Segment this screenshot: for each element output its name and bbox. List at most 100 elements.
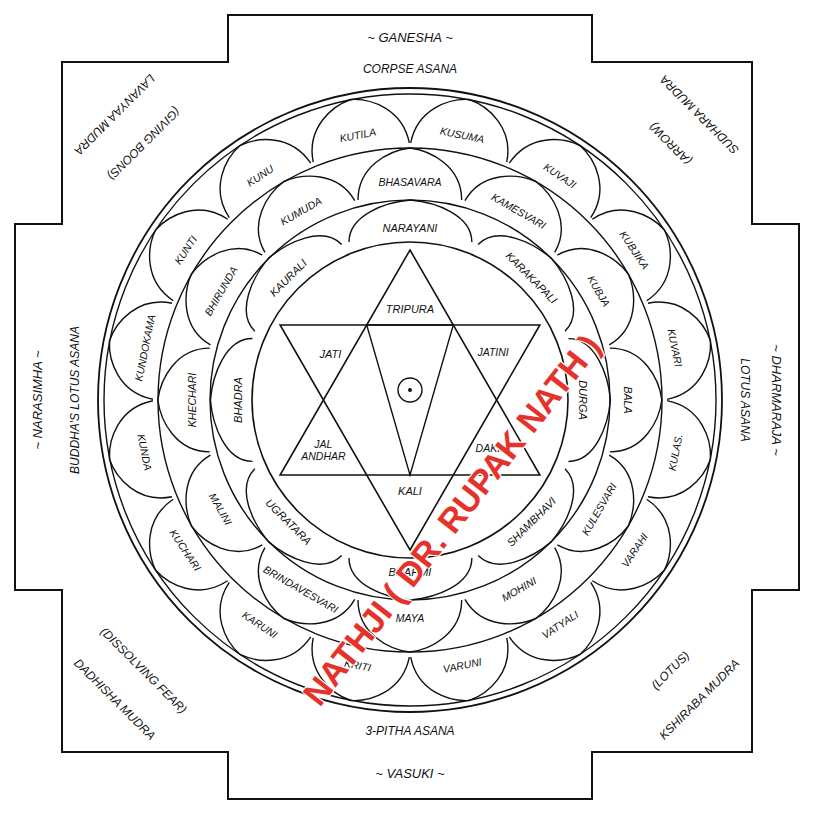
petal-outline-path [302,90,409,162]
petal-outline-path [478,468,595,585]
petal-outline-path [557,455,654,571]
petal-outline-path [225,468,342,585]
petal-text-holder: VARUNI [414,650,512,681]
petal-outline [478,468,595,585]
petal-name: KULESVARI [579,481,619,538]
petal-text-holder: MALINI [190,461,252,557]
lotus-petal: BHASAVARA [358,148,462,200]
petal-outline-path [199,582,310,681]
lotus-petal: KUVAJI [509,118,620,217]
petal-outline-path [411,90,518,162]
petal-outline [210,339,252,462]
petal-name: KULAS. [666,433,685,472]
lotus-petal: DURGA [568,339,610,462]
petal-name: MOHINI [499,574,538,603]
petal-text-holder: NARAYANI [349,221,472,234]
petal-text-holder: KUCHARI [153,506,217,594]
lotus-petal: KUBJIKA [592,189,691,300]
petal-name: BRAHMI [389,566,432,579]
bindu-dot [408,388,412,392]
outer-circle [98,88,722,712]
petal-outline-path [610,348,662,452]
petal-name: MAYA [396,612,424,624]
petal-name: KUNTI [171,233,199,266]
petal-text-holder: KUVAJI [516,143,604,207]
petal-outline [349,200,472,242]
lotus-petal: BRAHMI [349,558,472,600]
petal-text-holder: KULAS. [660,404,691,502]
petal-text-holder: BALA [622,348,634,452]
lotus-petal: NARAYANI [349,200,472,242]
petal-outline [592,499,691,610]
petal-text-holder: BHIRUNDA [190,243,252,339]
petal-outline-path [478,215,595,332]
triangle-deity: JATI [319,348,341,361]
petal-text-holder: MAYA [358,612,462,624]
petal-outline [199,118,310,217]
lotus-petal: VARAHI [592,499,691,610]
petal-outline-path [158,348,210,452]
petal-name: KUTILA [338,125,376,144]
asana-label: BUDDHA'S LOTUS ASANA [69,326,83,474]
petal-outline-path [128,189,227,300]
lotus-petal: KUNTI [128,189,227,300]
triangle-deity: KALI [398,485,422,498]
petal-text-holder: BHASAVARA [358,176,462,188]
petal-text-holder: KHECHARI [186,348,198,452]
petal-name: BALA [622,387,634,414]
triangle-deity: JATINI [477,346,508,358]
petal-outline [509,582,620,681]
petal-outline-path [239,156,355,253]
petal-name: KUNU [244,162,275,189]
petal-outline [358,148,462,200]
petal-ring-circle [158,148,662,652]
petal-text-holder: MOHINI [471,557,567,619]
lotus-petal: KUNU [199,118,310,217]
lotus-petal: KUCHARI [128,499,227,610]
asana-label: CORPSE ASANA [363,63,457,77]
petal-name: DURGA [576,380,589,420]
petal-text-holder: KUMUDA [253,180,349,242]
petal-name: KAURALI [267,257,309,299]
petal-outline-path [349,200,472,242]
outer-circle-inner-line [104,94,716,706]
petal-text-holder: DURGA [576,339,589,462]
petal-name: KUBJIKA [618,228,652,271]
petal-outline-path [411,638,518,710]
inner-triangle [367,325,454,475]
asana-label: 3-PITHA ASANA [365,725,454,739]
petal-text-holder: KUBJA [567,243,629,339]
petal-text-holder: KRITI [308,650,406,681]
deity-label: ~ VASUKI ~ [375,767,444,782]
upward-triangle [280,250,540,475]
petal-text-holder: KULESVARI [567,461,629,557]
lotus-petal: VATYALI [509,582,620,681]
petal-name: SHAMBHAVI [505,495,559,549]
inner-circle [252,242,568,558]
lotus-petal: UGRATARA [225,468,342,585]
triangle-deity: JAL ANDHAR [295,438,351,462]
lotus-petal: KHECHARI [158,348,210,452]
petal-name: BRINDAVESVARI [262,562,341,614]
deity-label: ~ GANESHA ~ [367,31,453,46]
downward-triangle [280,325,540,550]
petal-text-holder: BHADRA [231,339,244,462]
petal-outline-path [358,600,462,652]
triangle-deity: TRIPURA [386,303,434,316]
petal-outline-path [166,229,263,345]
petal-outline-path [648,401,720,508]
bhupura-square [15,15,799,799]
petal-text-holder: KUBJIKA [603,206,667,294]
petal-outline-path [568,339,610,462]
petal-outline-path [465,547,581,644]
petal-outline-path [239,547,355,644]
petal-outline-path [509,118,620,217]
petal-outline-path [557,229,654,345]
petal-outline-path [128,499,227,610]
petal-outline-path [465,156,581,253]
petal-name: BHASAVARA [378,176,441,188]
petal-text-holder: BRINDAVESVARI [253,557,349,619]
petal-name: KAMESVARI [490,191,549,232]
petal-text-holder: KUNDA [129,404,160,502]
